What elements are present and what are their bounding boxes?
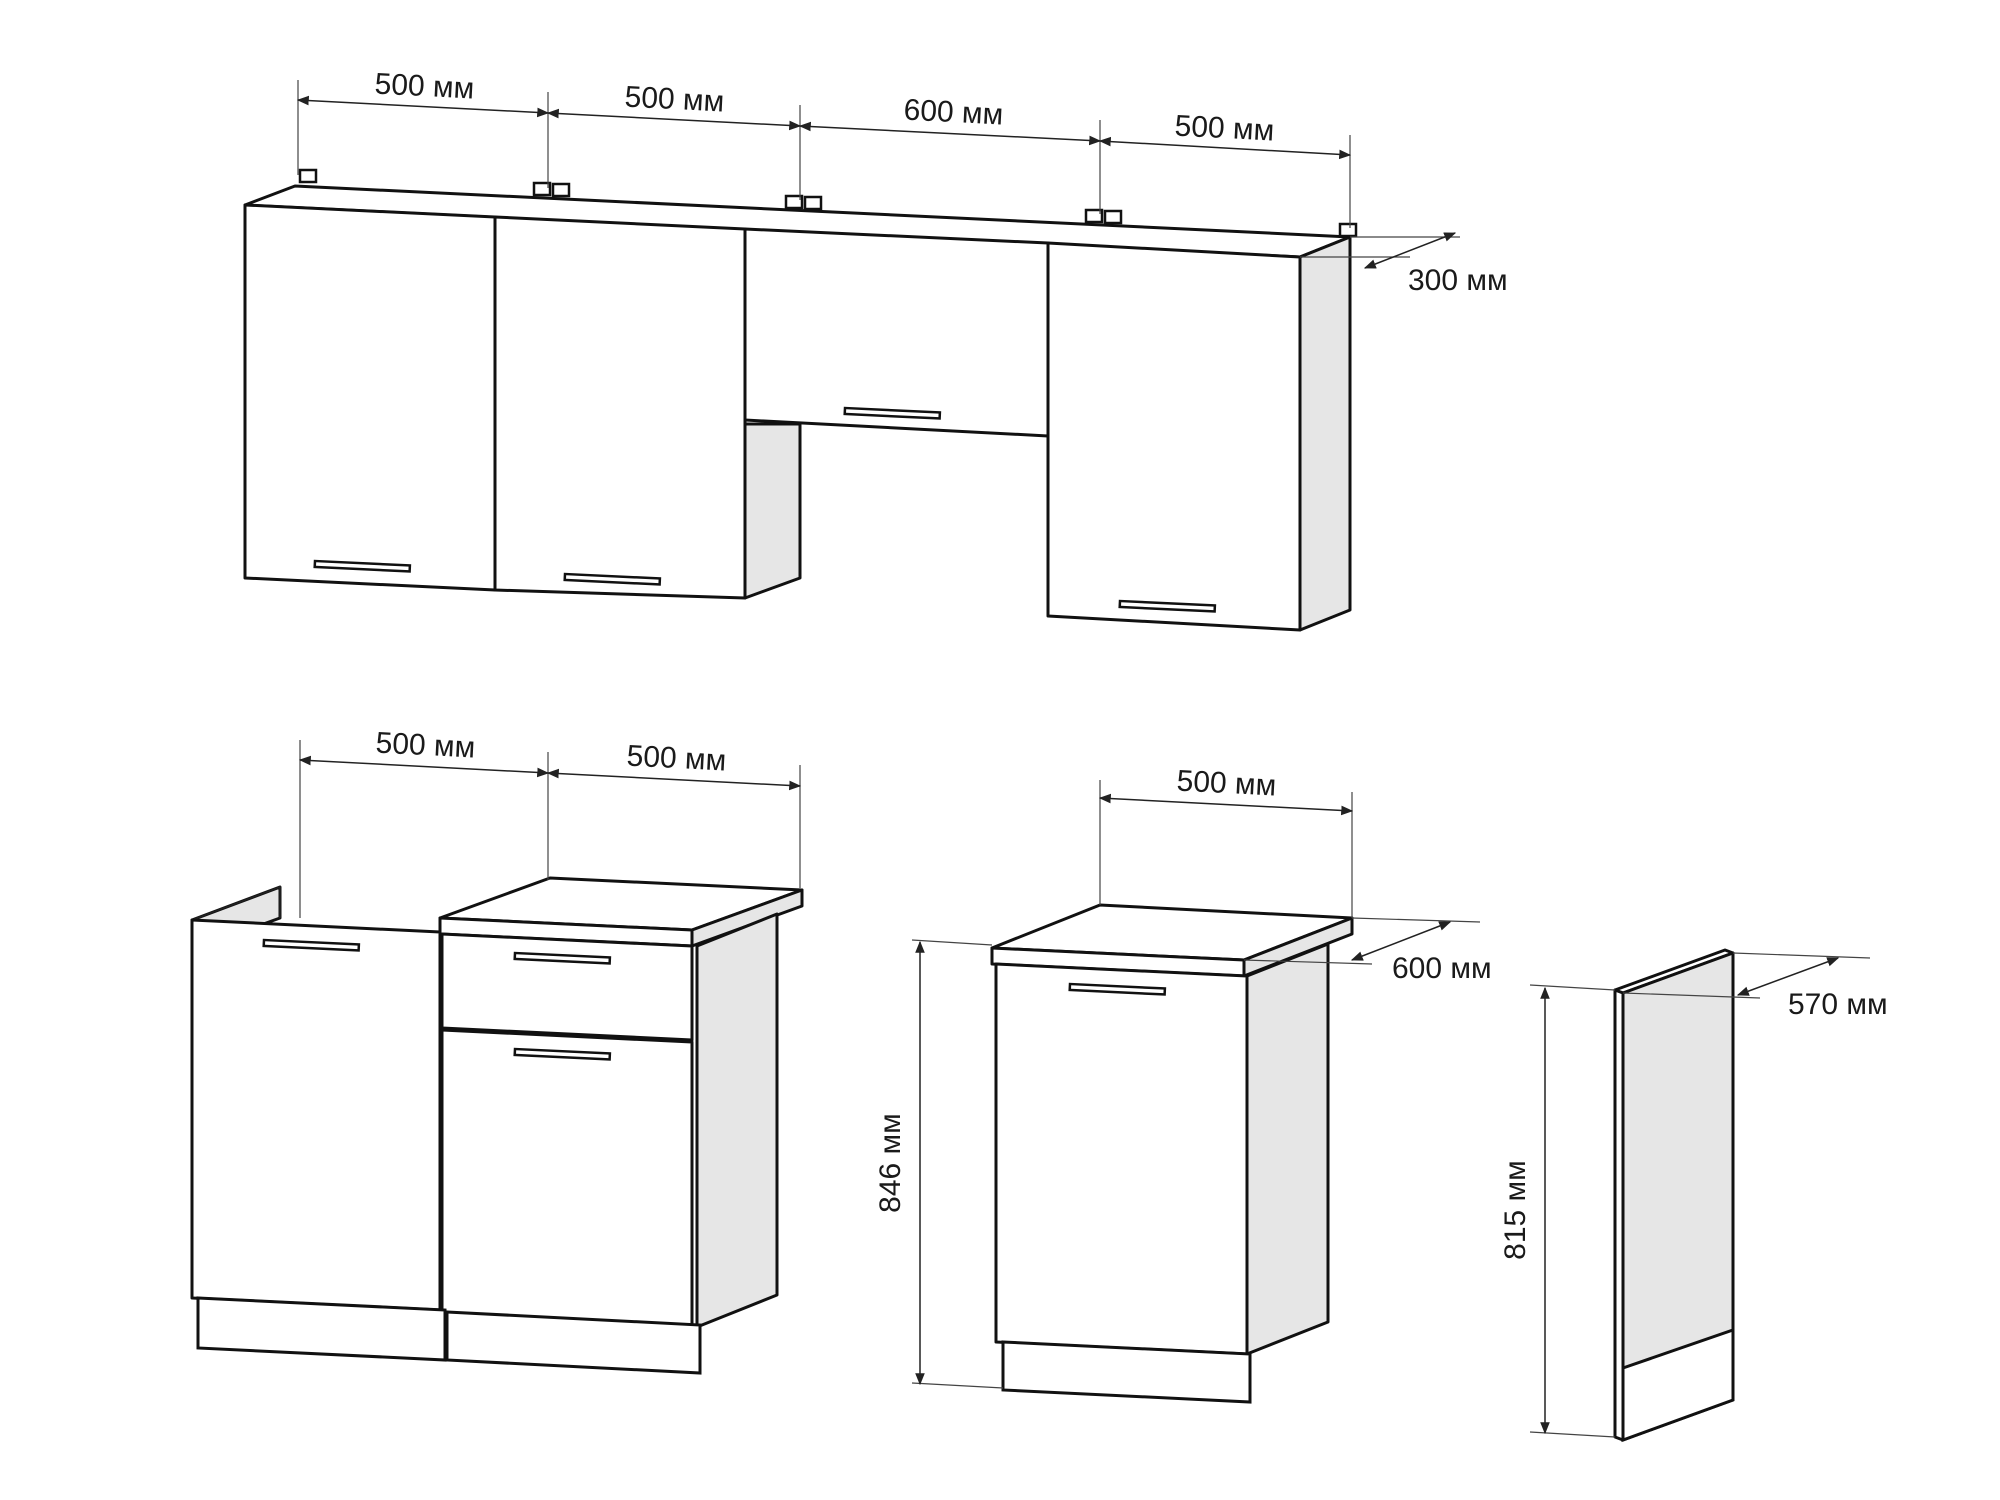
single-cabinet-handle [1068, 982, 1167, 996]
single-cabinet-dimensions: 500 мм 600 мм 846 мм [874, 765, 1492, 1389]
mount-bracket-6 [1084, 208, 1104, 224]
base-left-width-label-2: 500 мм [626, 740, 727, 778]
end-panel-depth-label: 570 мм [1788, 988, 1888, 1021]
base-cabinets-left [190, 876, 804, 1375]
sink-cabinet-door [190, 918, 442, 1312]
mount-bracket-8 [1338, 222, 1358, 238]
wall-dimensions: 500 мм 500 мм 600 мм 500 мм 300 мм [296, 68, 1508, 297]
wall-width-label-4: 500 мм [1174, 110, 1275, 148]
mount-bracket-5 [803, 195, 823, 211]
wall-width-label-3: 600 мм [903, 94, 1004, 132]
wall-cabinet-2-side [743, 422, 802, 600]
base-cabinet-single [990, 903, 1354, 1404]
single-cabinet-plinth [1001, 1340, 1252, 1404]
mount-bracket-2 [532, 181, 552, 197]
drawer-cabinet-door [440, 1028, 694, 1327]
mount-bracket-4 [784, 194, 804, 210]
wall-cabinet-2-door [493, 215, 747, 600]
mount-bracket-7 [1103, 209, 1123, 225]
wall-cabinet-4-handle [1118, 599, 1217, 613]
drawer-cabinet-countertop-side [690, 888, 804, 948]
sink-cabinet-handle [262, 938, 361, 952]
sink-cabinet-plinth [196, 1296, 447, 1362]
wall-width-label-2: 500 мм [624, 81, 725, 119]
single-cabinet-depth-label: 600 мм [1392, 952, 1492, 985]
wall-cabinets [243, 168, 1358, 632]
end-panel [1613, 948, 1735, 1443]
single-cabinet-width-label: 500 мм [1176, 765, 1277, 803]
wall-cabinet-3-door [743, 227, 1050, 438]
drawer-cabinet-door-handle [513, 1047, 612, 1061]
wall-depth-label: 300 мм [1408, 264, 1508, 297]
single-cabinet-side [1245, 942, 1330, 1356]
single-cabinet-door [994, 962, 1249, 1356]
wall-cabinet-2-handle [563, 572, 662, 586]
drawer-handle [513, 951, 612, 965]
wall-width-label-1: 500 мм [374, 68, 475, 106]
wall-cabinet-1-door [243, 203, 497, 592]
single-cabinet-height-label: 846 мм [874, 1113, 907, 1213]
end-panel-plinth-cut [1621, 1327, 1735, 1443]
end-panel-dimensions: 570 мм 815 мм [1499, 952, 1888, 1438]
drawer-cabinet-plinth [445, 1310, 702, 1375]
wall-cabinet-1-handle [313, 559, 412, 573]
drawer-cabinet-side [695, 912, 779, 1329]
left-base-dimensions: 500 мм 500 мм [298, 727, 802, 918]
wall-cabinet-4-side [1298, 235, 1352, 632]
end-panel-height-label: 815 мм [1499, 1160, 1532, 1260]
mount-bracket-1 [298, 168, 318, 184]
mount-bracket-3 [551, 182, 571, 198]
drawer-front [440, 932, 694, 1042]
wall-cabinet-3-handle [843, 406, 942, 420]
base-left-width-label-1: 500 мм [375, 727, 476, 765]
wall-cabinet-4-door [1046, 241, 1302, 632]
